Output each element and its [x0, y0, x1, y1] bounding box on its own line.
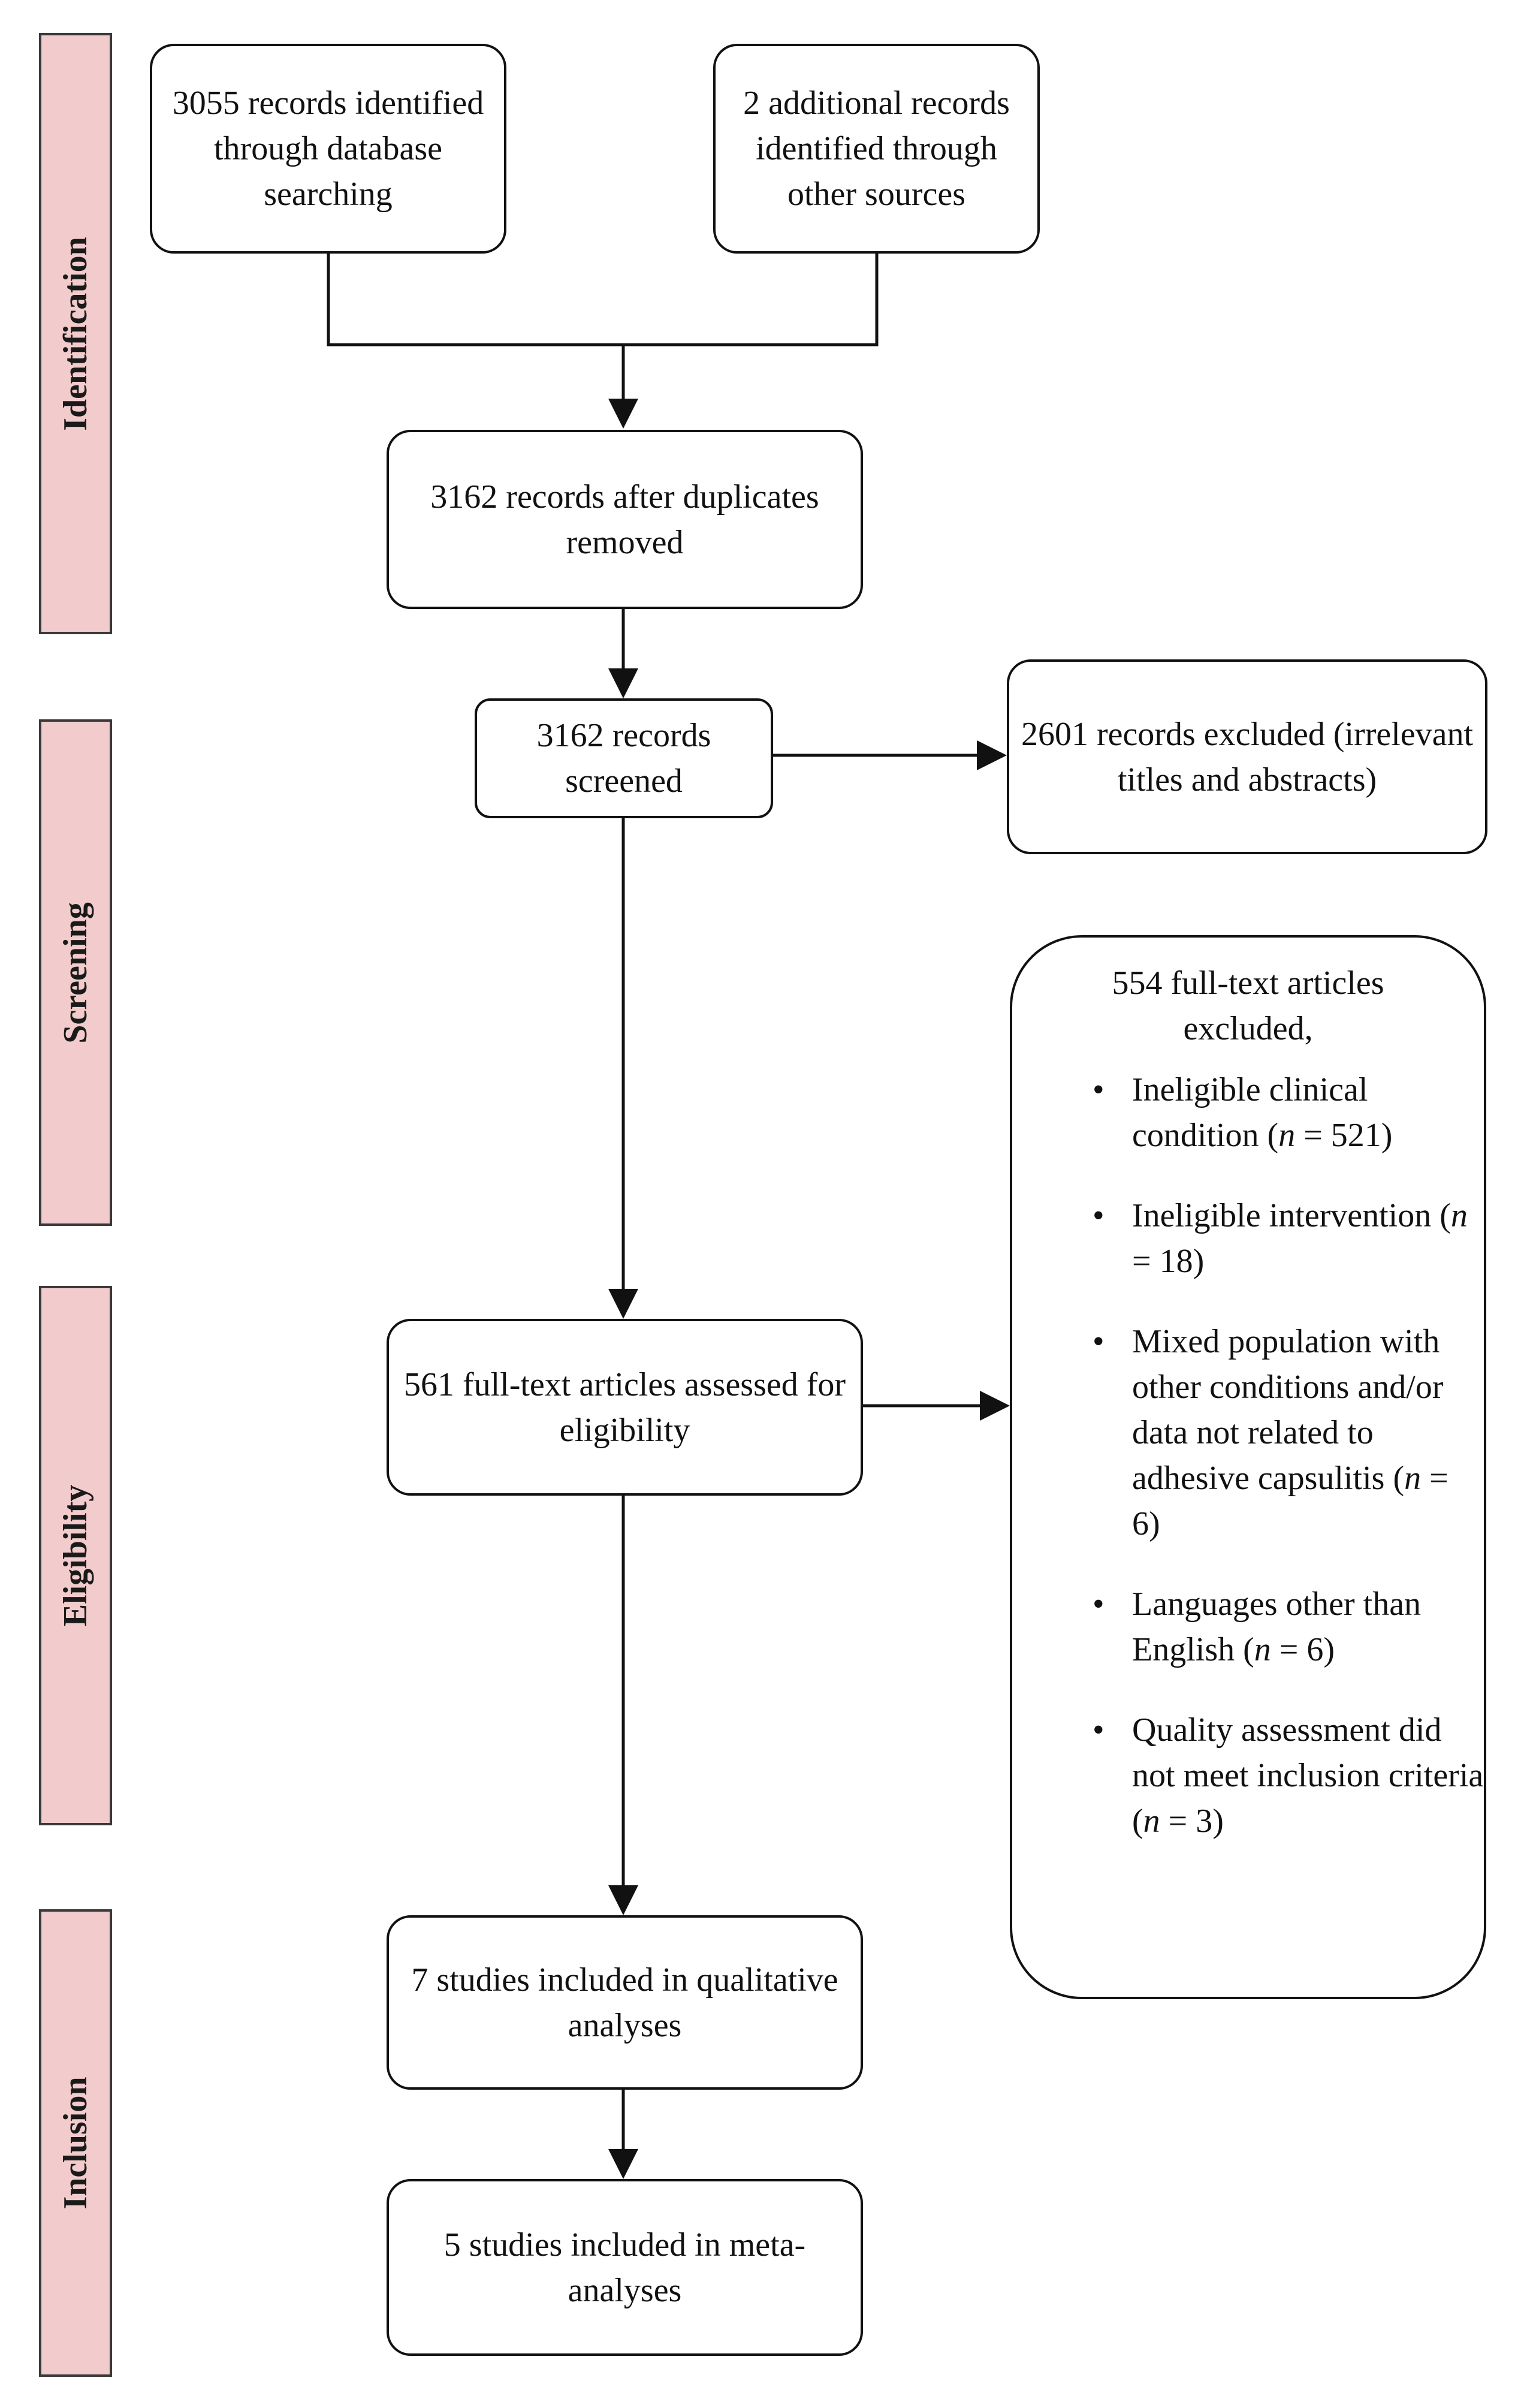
exclusion-reason: • Languages other than English (n = 6)	[1093, 1581, 1484, 1672]
exclusion-reason-label: Quality assessment did not meet inclusio…	[1132, 1711, 1484, 1794]
exclusion-reason: • Ineligible clinical condition (n = 521…	[1093, 1067, 1484, 1158]
fulltext-exclusions-heading: 554 full-text articles excluded,	[1112, 965, 1384, 1047]
exclusion-reason-count: = 3	[1168, 1803, 1213, 1840]
box-fulltext-exclusions: 554 full-text articles excluded, • Ineli…	[1010, 935, 1486, 1999]
bullet-icon: •	[1093, 1323, 1105, 1360]
box-assessed-eligibility-text: 561 full-text articles assessed for elig…	[403, 1366, 846, 1449]
exclusion-reason: • Mixed population with other conditions…	[1093, 1319, 1484, 1547]
exclusion-reason: • Ineligible intervention (n = 18)	[1093, 1193, 1484, 1284]
box-other-sources-text: 2 additional records identified through …	[743, 85, 1010, 213]
exclusion-reason-label: Ineligible clinical condition	[1132, 1071, 1368, 1154]
box-excluded-screening-text: 2601 records excluded (irrelevant titles…	[1021, 715, 1474, 798]
box-qualitative: 7 studies included in qualitative analys…	[387, 1915, 863, 2090]
exclusion-reason-count: = 6	[1279, 1631, 1324, 1668]
exclusion-reason-label: Languages other than English	[1132, 1586, 1422, 1668]
box-excluded-screening: 2601 records excluded (irrelevant titles…	[1007, 659, 1487, 854]
exclusion-reason: • Quality assessment did not meet inclus…	[1093, 1707, 1484, 1844]
n-symbol: n	[1254, 1631, 1271, 1668]
phase-inclusion: Inclusion	[39, 1909, 112, 2377]
n-symbol: n	[1404, 1460, 1422, 1497]
box-other-sources: 2 additional records identified through …	[713, 44, 1040, 254]
n-symbol: n	[1278, 1117, 1296, 1154]
phase-screening: Screening	[39, 719, 112, 1226]
exclusion-reason-count: = 18	[1132, 1243, 1193, 1280]
box-assessed-eligibility: 561 full-text articles assessed for elig…	[387, 1319, 863, 1496]
exclusion-reason-count: = 521	[1303, 1117, 1381, 1154]
exclusion-reason-count: = 6	[1132, 1460, 1448, 1542]
box-screened: 3162 records screened	[475, 698, 773, 818]
bullet-icon: •	[1093, 1197, 1105, 1234]
n-symbol: n	[1450, 1197, 1468, 1234]
bullet-icon: •	[1093, 1586, 1105, 1623]
box-qualitative-text: 7 studies included in qualitative analys…	[411, 1961, 838, 2044]
exclusion-reasons-list: • Ineligible clinical condition (n = 521…	[1012, 1067, 1484, 1844]
merge-connector	[327, 254, 879, 346]
box-after-duplicates-text: 3162 records after duplicates removed	[430, 478, 819, 561]
box-screened-text: 3162 records screened	[536, 717, 711, 800]
box-meta-analyses: 5 studies included in meta-analyses	[387, 2179, 863, 2356]
exclusion-reason-label: Mixed population with other conditions a…	[1132, 1323, 1444, 1497]
bullet-icon: •	[1093, 1071, 1105, 1108]
n-symbol: n	[1143, 1803, 1160, 1840]
box-database-records: 3055 records identified through database…	[150, 44, 506, 254]
box-meta-analyses-text: 5 studies included in meta-analyses	[443, 2226, 806, 2309]
phase-identification: Identification	[39, 33, 112, 634]
phase-eligibility: Eligibility	[39, 1286, 112, 1825]
bullet-icon: •	[1093, 1711, 1105, 1749]
box-database-records-text: 3055 records identified through database…	[172, 85, 484, 213]
exclusion-reason-label: Ineligible intervention	[1132, 1197, 1432, 1234]
box-after-duplicates: 3162 records after duplicates removed	[387, 430, 863, 609]
